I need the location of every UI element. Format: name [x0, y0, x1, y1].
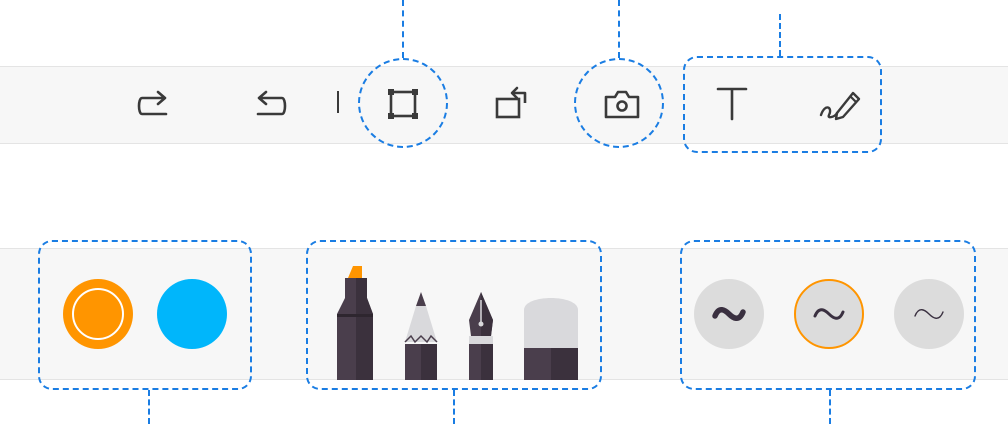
stroke-medium-button[interactable]	[794, 279, 864, 349]
toolbar-divider	[337, 91, 339, 113]
camera-button[interactable]	[600, 84, 644, 124]
medium-stroke-icon	[813, 308, 845, 320]
text-button[interactable]	[710, 84, 754, 124]
undo-icon	[256, 90, 287, 116]
undo-button[interactable]	[248, 86, 292, 122]
fountain-pen-tool[interactable]	[461, 290, 501, 380]
stroke-thick-button[interactable]	[694, 279, 764, 349]
selected-ring	[72, 288, 124, 340]
redo-button[interactable]	[132, 86, 176, 122]
callout-line-colors	[148, 390, 150, 424]
callout-line-camera	[618, 0, 620, 58]
callout-line-strokes	[829, 390, 831, 424]
color-blue[interactable]	[157, 279, 227, 349]
thick-stroke-icon	[712, 307, 746, 321]
signature-button[interactable]	[815, 84, 865, 124]
signature-pen-icon	[819, 91, 861, 121]
crop-select-button[interactable]	[383, 84, 423, 124]
callout-line-annotate	[779, 14, 781, 56]
fountain-pen-icon	[469, 292, 493, 380]
highlighter-icon	[337, 266, 373, 380]
rotate-button[interactable]	[490, 84, 534, 124]
crop-select-icon	[388, 89, 418, 119]
highlighter-tool[interactable]	[333, 262, 377, 380]
eraser-tool[interactable]	[521, 290, 581, 380]
text-icon	[716, 87, 748, 121]
thin-stroke-icon	[914, 309, 944, 319]
color-orange-selected[interactable]	[63, 279, 133, 349]
eraser-icon	[524, 298, 578, 380]
callout-line-tools	[453, 390, 455, 424]
stroke-thin-button[interactable]	[894, 279, 964, 349]
top-toolbar	[0, 66, 1008, 144]
pencil-tool[interactable]	[399, 290, 443, 380]
redo-icon	[137, 90, 168, 116]
rotate-icon	[495, 86, 527, 119]
camera-icon	[604, 90, 640, 119]
pencil-icon	[404, 292, 438, 380]
callout-line-crop	[402, 0, 404, 58]
